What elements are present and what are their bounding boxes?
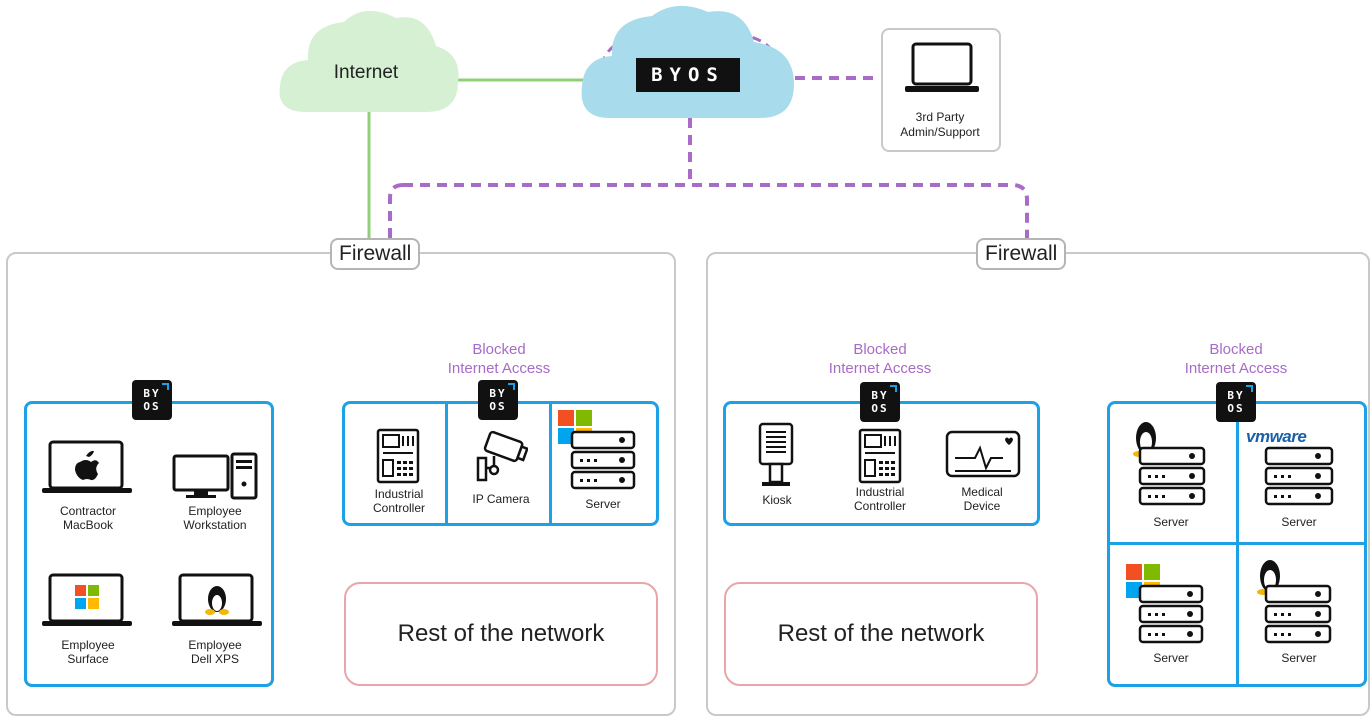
endpoint-line1: Employee: [188, 504, 242, 518]
blocked-line2: Internet Access: [828, 360, 932, 377]
segment-divider: [1110, 542, 1364, 545]
device-label: IP Camera: [472, 492, 530, 506]
device-line1: Industrial: [374, 487, 424, 501]
right-firewall: Firewall: [976, 238, 1067, 270]
left-firewall: Firewall: [330, 238, 421, 270]
internet-cloud: [279, 10, 459, 113]
third-party-admin-box: 3rd Party Admin/Support: [881, 28, 1001, 152]
linux-laptop-icon: [172, 573, 262, 626]
server-label: Server: [1153, 515, 1189, 529]
blocked-line1: Blocked: [853, 341, 907, 358]
internet-label: Internet: [333, 62, 399, 83]
third-party-label-line2: Admin/Support: [900, 125, 980, 139]
windows-laptop-icon: [42, 573, 132, 626]
device-label: Kiosk: [762, 493, 792, 507]
endpoint-line2: Workstation: [183, 518, 247, 532]
right-blocked-label-right: Blocked Internet Access: [1161, 340, 1311, 378]
blocked-line2: Internet Access: [1184, 360, 1288, 377]
blocked-line1: Blocked: [472, 341, 526, 358]
industrial-controller-icon: [376, 428, 420, 484]
byos-logo: BYOS: [636, 58, 740, 92]
endpoint-line1: Employee: [188, 638, 242, 652]
endpoint-line2: Dell XPS: [190, 652, 240, 666]
medical-device-icon: [945, 430, 1021, 478]
vmware-server-icon: [1264, 446, 1334, 506]
third-party-label-line1: 3rd Party: [915, 110, 965, 124]
server-label: Server: [1153, 651, 1189, 665]
endpoint-line2: MacBook: [62, 518, 114, 532]
linux-server-icon: [1257, 560, 1332, 644]
windows-server-icon: [558, 410, 636, 490]
left-blocked-label: Blocked Internet Access: [424, 340, 574, 378]
vmware-brand: vmware: [1246, 427, 1307, 446]
linux-server-icon: [1133, 422, 1206, 506]
device-line1: Industrial: [855, 485, 905, 499]
industrial-controller-icon: [858, 428, 902, 484]
endpoint-line2: Surface: [67, 652, 109, 666]
device-line1: Medical: [961, 485, 1003, 499]
server-label: Server: [1281, 651, 1317, 665]
segment-divider: [445, 404, 448, 523]
laptop-icon: [905, 42, 979, 92]
device-line2: Device: [963, 499, 1001, 513]
right-rest-of-network: Rest of the network: [724, 582, 1038, 686]
windows-server-icon: [1126, 564, 1204, 644]
left-rest-of-network: Rest of the network: [344, 582, 658, 686]
apple-laptop-icon: [42, 440, 132, 493]
blocked-line2: Internet Access: [447, 360, 551, 377]
right-blocked-label-left: Blocked Internet Access: [805, 340, 955, 378]
endpoint-line1: Contractor: [59, 504, 117, 518]
segment-divider: [549, 404, 552, 523]
kiosk-icon: [758, 422, 794, 486]
device-line2: Controller: [372, 501, 426, 515]
server-label: Server: [1281, 515, 1317, 529]
device-label: Server: [585, 497, 621, 511]
device-line2: Controller: [853, 499, 907, 513]
endpoint-line1: Employee: [61, 638, 115, 652]
blocked-line1: Blocked: [1209, 341, 1263, 358]
desktop-workstation-icon: [172, 452, 258, 500]
ip-camera-icon: [476, 430, 528, 482]
